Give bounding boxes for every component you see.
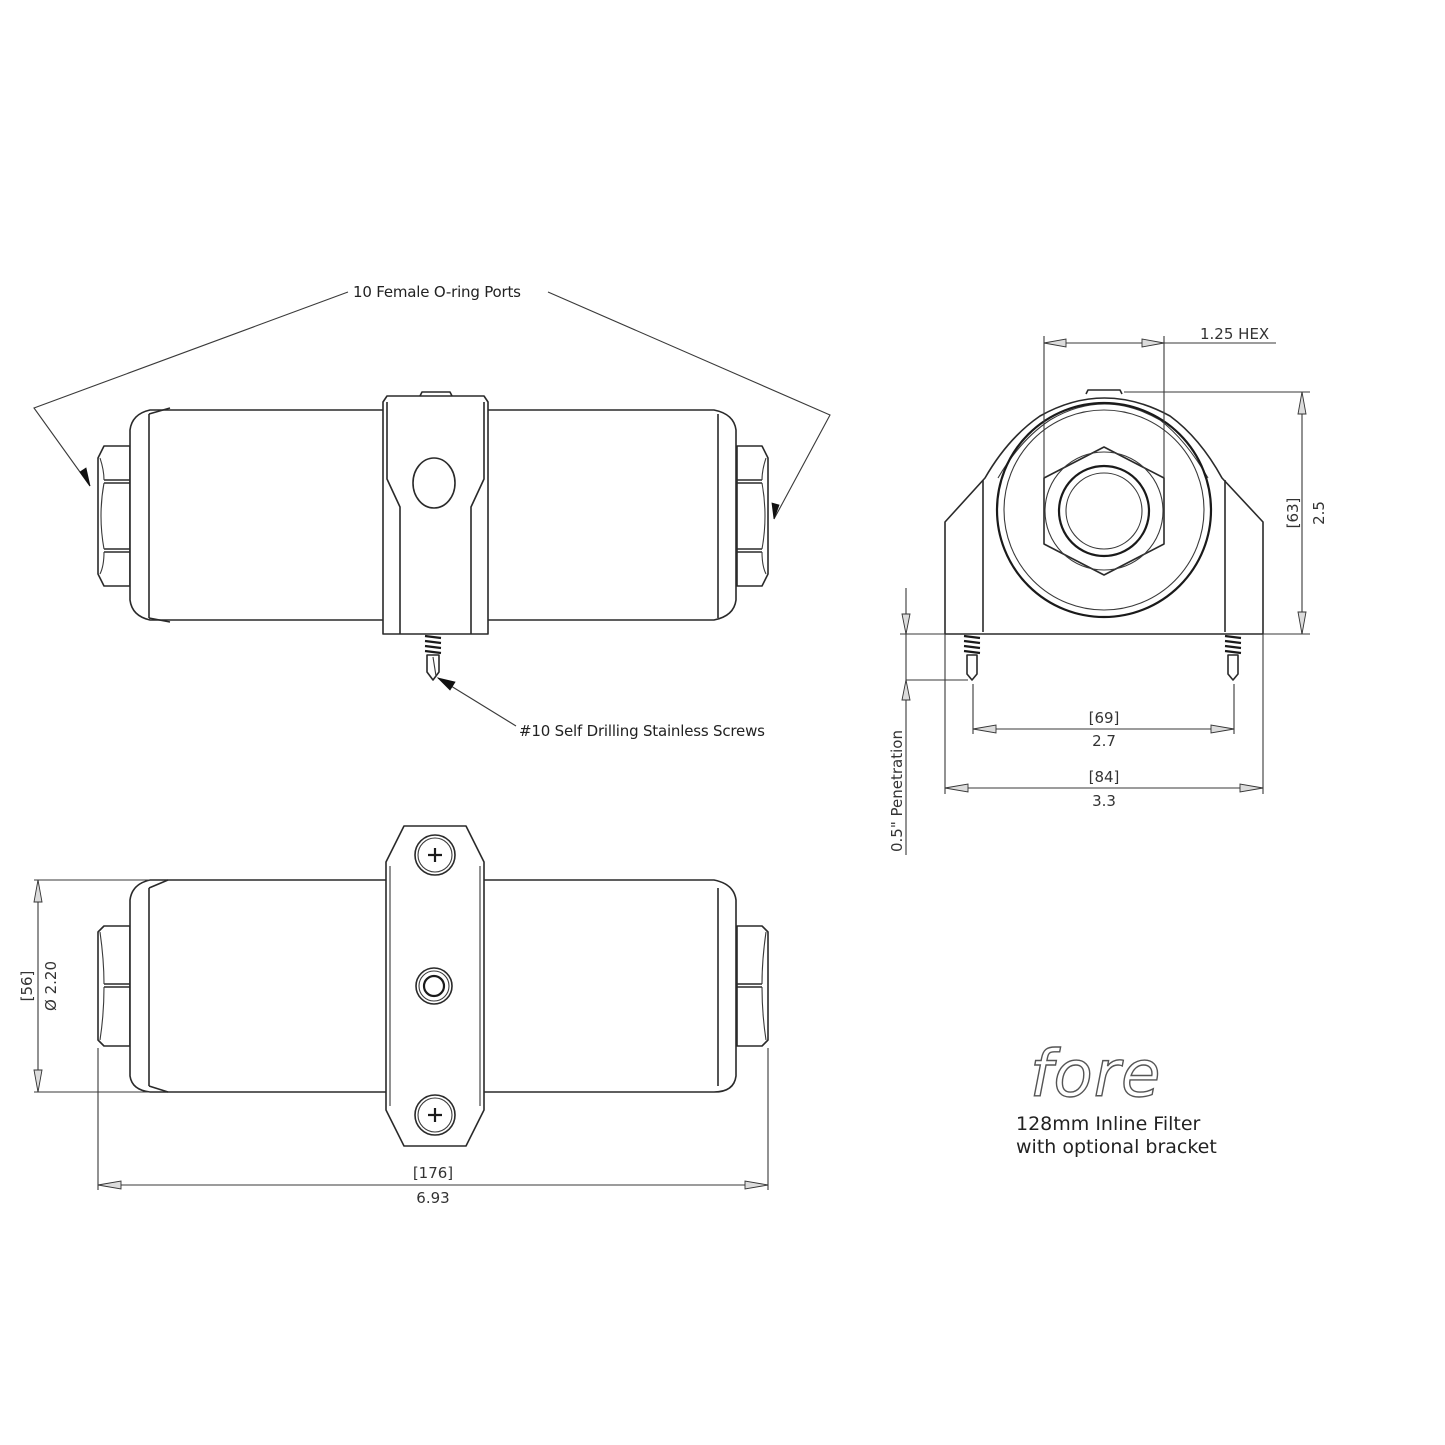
ports-callout: 10 Female O-ring Ports [353, 283, 521, 301]
caption-line-1: 128mm Inline Filter [1016, 1113, 1201, 1135]
top-view: [56] Ø 2.20 [176] 6.93 [18, 825, 769, 1207]
left-port-fitting [97, 445, 131, 587]
diameter-dimension [33, 879, 150, 1093]
height-mm-label: [63] [1284, 498, 1302, 529]
right-port-fitting [736, 445, 769, 587]
end-screw-left [963, 634, 981, 681]
bracket-screw-bottom [414, 1094, 456, 1136]
base-width-mm-label: [84] [1089, 768, 1120, 786]
base-width-in-label: 3.3 [1092, 792, 1116, 810]
ports-leader [33, 291, 831, 520]
brand-logo: fore [1030, 1038, 1161, 1112]
hex-dimension [1043, 336, 1276, 478]
screw-spacing-dimension [972, 684, 1235, 734]
hex-size-label: 1.25 HEX [1200, 325, 1269, 343]
top-right-fitting [736, 925, 769, 1047]
bracket-screw-top [414, 834, 456, 876]
top-left-fitting [97, 925, 131, 1047]
title-block: fore 128mm Inline Filter with optional b… [1016, 1037, 1217, 1158]
end-screw-right [1224, 634, 1242, 681]
screw-spacing-mm-label: [69] [1089, 709, 1120, 727]
bracket-hole [412, 457, 456, 509]
diameter-mm-label: [56] [18, 971, 36, 1002]
length-in-label: 6.93 [416, 1189, 449, 1207]
bracket-end-outline [944, 397, 1264, 635]
penetration-label: 0.5" Penetration [888, 730, 906, 852]
length-dimension [97, 1048, 769, 1190]
diameter-in-label: Ø 2.20 [42, 961, 60, 1011]
base-width-dimension [944, 634, 1264, 794]
self-drilling-screw [424, 634, 442, 681]
side-view: 10 Female O-ring Ports #10 Self Drilling… [33, 283, 831, 740]
bracket-top [385, 825, 485, 1147]
height-dimension [1124, 391, 1310, 635]
port-opening [1057, 464, 1151, 558]
screws-callout: #10 Self Drilling Stainless Screws [519, 722, 765, 740]
canister-outer-ring [995, 401, 1213, 619]
penetration-dimension [901, 588, 968, 855]
height-in-label: 2.5 [1310, 501, 1328, 525]
screw-spacing-in-label: 2.7 [1092, 732, 1116, 750]
bracket-center-stud [415, 967, 453, 1005]
length-mm-label: [176] [413, 1164, 453, 1182]
caption-line-2: with optional bracket [1016, 1136, 1217, 1158]
bracket-side [382, 391, 489, 635]
screws-leader [436, 677, 517, 727]
end-view: 1.25 HEX [63] 2.5 0.5" Penetration [888, 325, 1328, 855]
